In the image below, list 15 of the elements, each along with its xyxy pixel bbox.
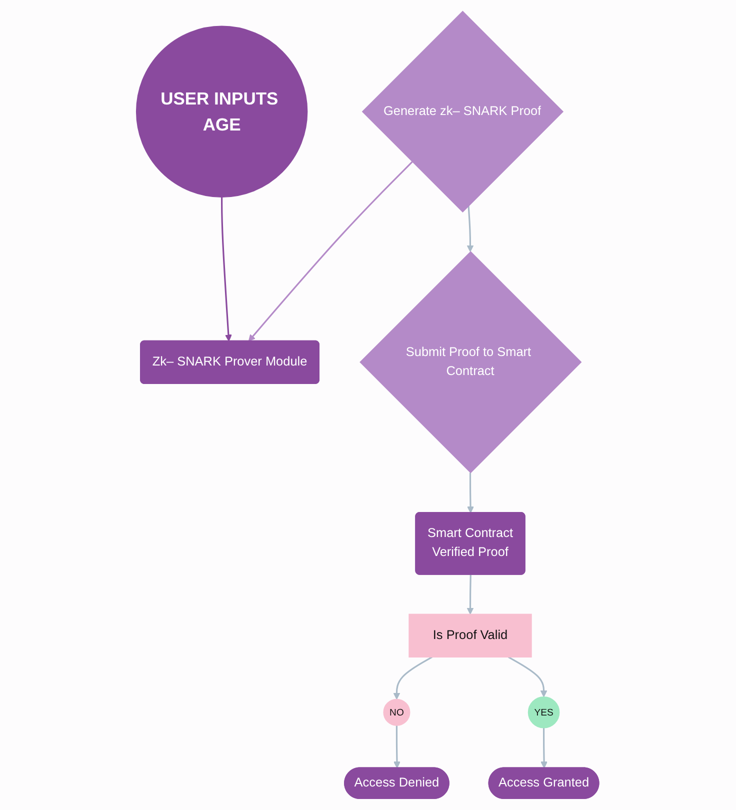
node-circle: YES bbox=[528, 696, 560, 728]
node-circle: NO bbox=[384, 698, 411, 726]
node-diamond: Generate zk– SNARK Proof bbox=[362, 10, 564, 212]
arrow bbox=[467, 206, 474, 252]
arrow bbox=[467, 472, 474, 514]
arrow bbox=[394, 725, 401, 768]
arrow bbox=[467, 574, 474, 614]
arrow bbox=[540, 728, 548, 768]
node-diamond: Submit Proof to Smart Contract bbox=[360, 251, 582, 474]
arrow bbox=[248, 161, 414, 342]
arrow bbox=[508, 656, 548, 698]
node-circle: USER INPUTS AGE bbox=[136, 26, 308, 198]
node-box: Is Proof Valid bbox=[409, 614, 532, 658]
arrow bbox=[394, 656, 433, 700]
arrow bbox=[221, 197, 232, 342]
